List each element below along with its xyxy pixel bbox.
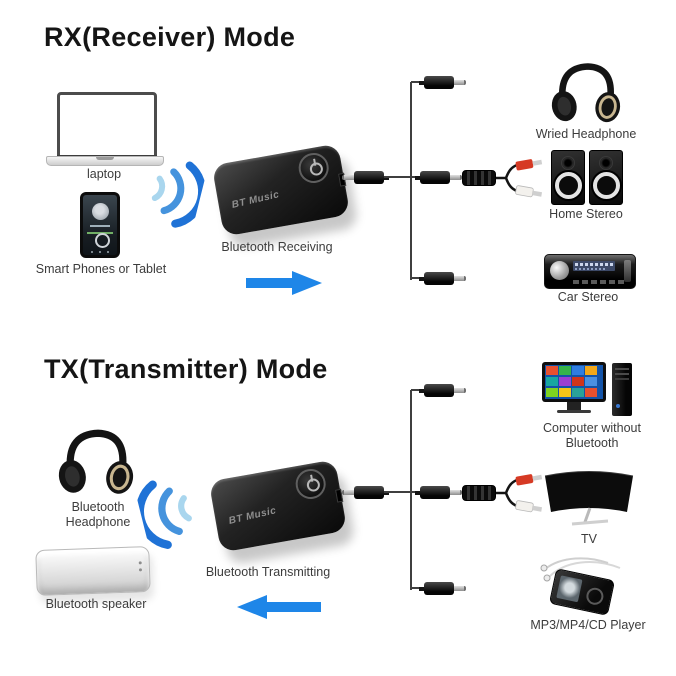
- phone-avatar: [91, 203, 109, 220]
- bluetooth-speaker-icon: [35, 546, 151, 596]
- arrow-left-icon: [237, 595, 321, 619]
- phone-nav-dots: [91, 251, 109, 253]
- phone-play-button: [94, 233, 110, 248]
- tv-label: TV: [581, 532, 597, 546]
- speaker-right: [589, 150, 623, 205]
- audio-jack-icon: [419, 384, 466, 397]
- tv-icon: [544, 471, 634, 526]
- computer-label: Computer without Bluetooth: [543, 421, 641, 450]
- laptop-base: [46, 156, 164, 166]
- bt-adapter-device: BT Music: [208, 459, 358, 562]
- speaker-left: [551, 150, 585, 205]
- power-button-icon: [293, 466, 329, 502]
- bt-device-body: BT Music: [208, 459, 348, 553]
- laptop-icon: [46, 92, 164, 168]
- audio-jack-icon: [342, 171, 389, 184]
- bt-device-body: BT Music: [211, 143, 351, 237]
- car-stereo-display: [573, 261, 615, 271]
- monitor-stand: [567, 402, 581, 410]
- wired-headphone-label: Wried Headphone: [535, 127, 637, 141]
- monitor-foot: [557, 410, 591, 413]
- phone-text-line: [90, 225, 110, 227]
- bt-device-brand: BT Music: [227, 505, 278, 527]
- laptop-screen: [57, 92, 157, 160]
- arrow-right-icon: [246, 271, 322, 295]
- mp3-player-icon: [540, 554, 635, 616]
- bt-device-brand: BT Music: [230, 189, 281, 211]
- mp3-label: MP3/MP4/CD Player: [530, 618, 646, 632]
- audio-jack-icon: [419, 272, 466, 285]
- car-stereo-label: Car Stereo: [557, 290, 619, 304]
- desktop-computer-icon: [542, 362, 634, 418]
- bt-adapter-device: BT Music: [211, 143, 361, 246]
- cable-line: [384, 491, 421, 493]
- smartphone-label: Smart Phones or Tablet: [35, 262, 167, 276]
- car-stereo-buttons: [573, 280, 625, 284]
- bt-speaker-label: Bluetooth speaker: [45, 597, 147, 611]
- home-stereo-label: Home Stereo: [549, 207, 623, 221]
- smartphone-icon: [80, 192, 120, 258]
- rca-plugs-icon: [496, 474, 543, 513]
- audio-jack-icon: [415, 486, 462, 499]
- home-stereo-icon: [551, 150, 623, 205]
- splitter-cable: [410, 82, 412, 280]
- cable-line: [384, 176, 421, 178]
- rx-title: RX(Receiver) Mode: [44, 22, 296, 52]
- audio-jack-icon: [342, 486, 389, 499]
- computer-tower: [612, 363, 632, 416]
- bt-headphone-label: Bluetooth Headphone: [65, 500, 131, 529]
- tx-device-label: Bluetooth Transmitting: [205, 565, 331, 579]
- audio-jack-icon: [415, 171, 462, 184]
- rca-plugs-icon: [496, 159, 543, 198]
- computer-screen-tiles: [545, 365, 603, 399]
- headphones-icon: [58, 429, 134, 494]
- rx-device-label: Bluetooth Receiving: [221, 240, 333, 254]
- jack-coupler-icon: [462, 170, 496, 186]
- audio-jack-icon: [419, 76, 466, 89]
- headphones-icon: [551, 63, 621, 123]
- car-stereo-icon: [544, 254, 636, 289]
- splitter-cable: [410, 390, 412, 590]
- power-button-icon: [296, 150, 332, 186]
- earbuds-cable: [540, 557, 621, 582]
- bluetooth-waves-left-icon: [135, 480, 192, 550]
- jack-coupler-icon: [462, 485, 496, 501]
- phone-screen: [83, 195, 117, 255]
- computer-monitor: [542, 362, 606, 402]
- tx-title: TX(Transmitter) Mode: [44, 354, 328, 384]
- audio-jack-icon: [419, 582, 466, 595]
- laptop-label: laptop: [86, 167, 122, 181]
